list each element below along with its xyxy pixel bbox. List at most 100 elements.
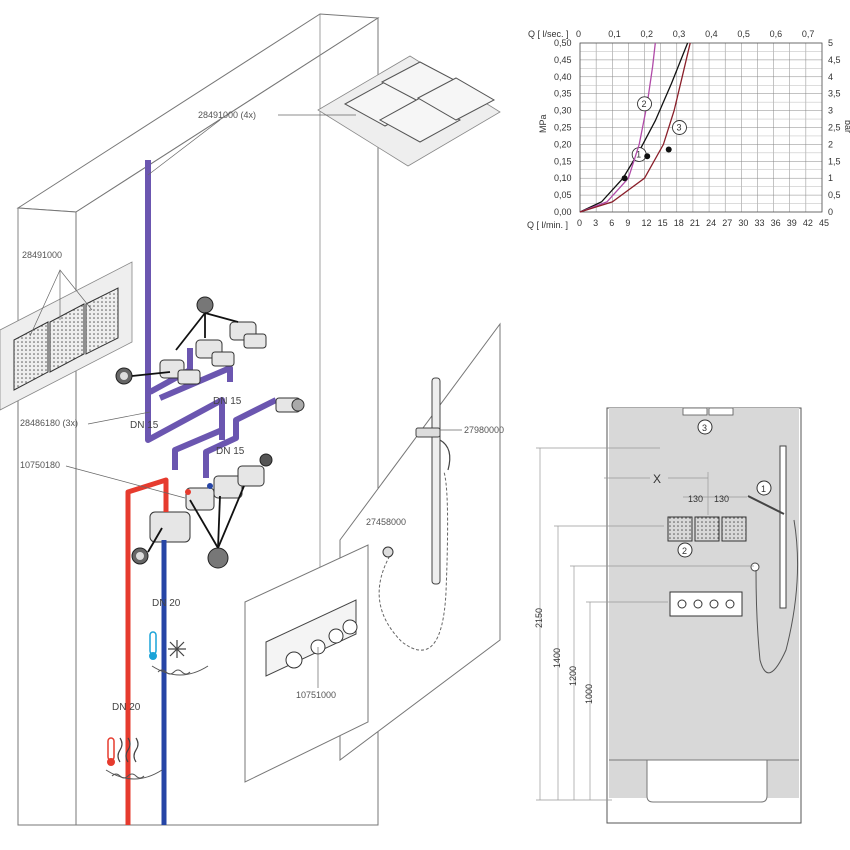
x-bottom-label: Q [ l/min. ] [527,220,568,230]
label-outlet: 27458000 [366,517,406,527]
series-line-2 [579,42,656,213]
y-left-tick: 0,25 [554,123,572,133]
x-bottom-tick: 42 [803,218,813,228]
y-right-tick: 4,5 [828,55,841,65]
x-top-tick: 0,5 [737,29,750,39]
supply-pipes [125,477,169,825]
x-bottom-tick: 0 [577,218,582,228]
y-right-tick: 5 [828,38,833,48]
marker-1: 1 [756,480,772,496]
spacing-label-1: 130 [688,494,703,504]
y-left-label: MPa [538,114,548,133]
overhead-shower-plate: 28491000 (4x) [198,55,501,167]
label-trim: 10751000 [296,690,336,700]
x-bottom-tick: 24 [706,218,716,228]
y-left-tick: 0,50 [554,38,572,48]
series-marker-label: 1 [636,150,641,160]
x-bottom-tick: 9 [625,218,630,228]
y-left-tick: 0,15 [554,156,572,166]
svg-text:3: 3 [702,423,707,433]
label-dn20-b: DN 20 [112,702,141,713]
wall-outlet [275,397,305,413]
label-dn20-a: DN 20 [152,598,181,609]
height-1400: 1400 [552,648,562,668]
bathtub [646,759,768,803]
y-right-tick: 3 [828,106,833,116]
y-left-tick: 0,40 [554,72,572,82]
operating-point [621,175,628,182]
series-marker-circle [672,120,687,135]
x-top-tick: 0,7 [802,29,815,39]
label-side-shower: 28491000 [22,250,62,260]
y-left-tick: 0,10 [554,173,572,183]
y-right-tick: 1,5 [828,156,841,166]
x-bottom-tick: 21 [690,218,700,228]
y-right-tick: 2,5 [828,123,841,133]
label-handshower: 27980000 [464,425,504,435]
operating-point [644,153,651,160]
upper-valve-cluster [115,296,267,385]
marker-3: 3 [697,419,713,435]
thermostat-trim-panel: 10751000 [244,544,369,783]
y-left-tick: 0,30 [554,106,572,116]
marker-2: 2 [677,542,693,558]
label-dn15-b: DN 15 [213,396,242,407]
x-top-tick: 0,2 [641,29,654,39]
label-overhead-4x: 28491000 (4x) [198,110,256,120]
label-dn15-c: DN 15 [216,446,245,457]
svg-text:1: 1 [761,484,766,494]
svg-text:2: 2 [682,546,687,556]
wall-elevation-panel: 2150 1400 1200 1000 X 130 130 1 2 3 [534,407,802,824]
y-right-tick: 1 [828,173,833,183]
y-left-tick: 0,35 [554,89,572,99]
y-right-tick: 0 [828,207,833,217]
label-bodies-3x: 28486180 (3x) [20,418,78,428]
x-top-tick: 0,3 [673,29,686,39]
y-right-tick: 0,5 [828,190,841,200]
dn15-pipes [145,119,278,478]
y-right-tick: 4 [828,72,833,82]
side-shower-plate: 28491000 [0,250,133,411]
x-bottom-tick: 12 [642,218,652,228]
y-left-tick: 0,00 [554,207,572,217]
chart-grid [579,42,823,213]
part-leaders: 28486180 (3x) 10750180 [20,411,186,499]
x-bottom-tick: 39 [787,218,797,228]
y-right-label: bar [843,120,850,133]
series-line-3 [579,42,691,213]
x-bottom-tick: 33 [754,218,764,228]
height-2150: 2150 [534,608,544,628]
hot-water-icon [105,737,163,780]
x-top-tick: 0,4 [705,29,718,39]
series-marker-label: 2 [642,99,647,109]
cold-water-icon [149,631,209,676]
y-right-tick: 3,5 [828,89,841,99]
label-main-body: 10750180 [20,460,60,470]
y-left-tick: 0,45 [554,55,572,65]
spacing-label-2: 130 [714,494,729,504]
x-dimension-label: X [653,472,661,486]
height-1000: 1000 [584,684,594,704]
x-top-tick: 0 [576,29,581,39]
x-bottom-tick: 3 [593,218,598,228]
x-bottom-tick: 36 [771,218,781,228]
label-dn15-a: DN 15 [130,420,159,431]
x-top-tick: 0,1 [608,29,621,39]
x-bottom-tick: 45 [819,218,829,228]
series-marker-circle [637,96,652,112]
x-top-tick: 0,6 [770,29,783,39]
x-bottom-tick: 18 [674,218,684,228]
plot-frame [579,42,823,213]
x-bottom-tick: 6 [609,218,614,228]
y-left-tick: 0,20 [554,139,572,149]
height-1200: 1200 [568,666,578,686]
y-right-tick: 2 [828,139,833,149]
y-left-tick: 0,05 [554,190,572,200]
x-bottom-tick: 30 [738,218,748,228]
x-bottom-tick: 15 [658,218,668,228]
chart-series: 1 2 3 [579,42,691,213]
series-marker-label: 3 [676,123,681,133]
x-top-label: Q [ l/sec. ] [528,29,569,39]
